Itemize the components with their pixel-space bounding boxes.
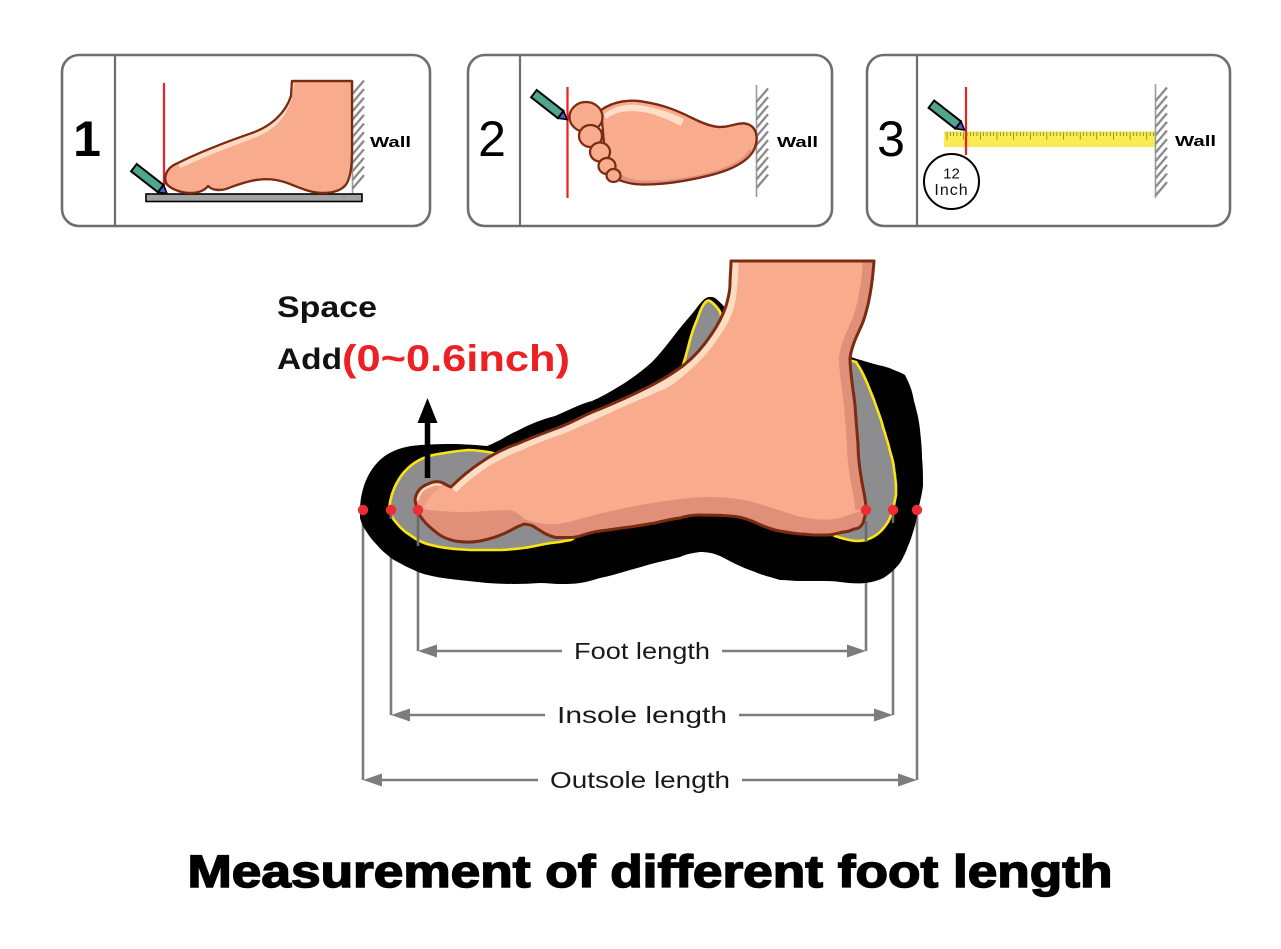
svg-text:Space: Space <box>277 291 377 324</box>
svg-text:1: 1 <box>73 111 101 167</box>
svg-text:3: 3 <box>877 111 905 167</box>
svg-text:Measurement of different foot: Measurement of different foot length <box>188 846 1113 897</box>
svg-text:2: 2 <box>478 111 506 167</box>
svg-text:12: 12 <box>943 166 960 183</box>
svg-text:Wall: Wall <box>1175 133 1216 150</box>
svg-text:Insole length: Insole length <box>557 702 727 728</box>
svg-text:Inch: Inch <box>934 182 968 199</box>
svg-text:Wall: Wall <box>370 134 411 151</box>
svg-text:(0~0.6inch): (0~0.6inch) <box>342 338 570 379</box>
svg-text:Foot length: Foot length <box>574 638 710 664</box>
svg-text:Wall: Wall <box>777 134 818 151</box>
svg-text:Outsole length: Outsole length <box>550 767 730 793</box>
svg-text:Add: Add <box>277 343 342 376</box>
